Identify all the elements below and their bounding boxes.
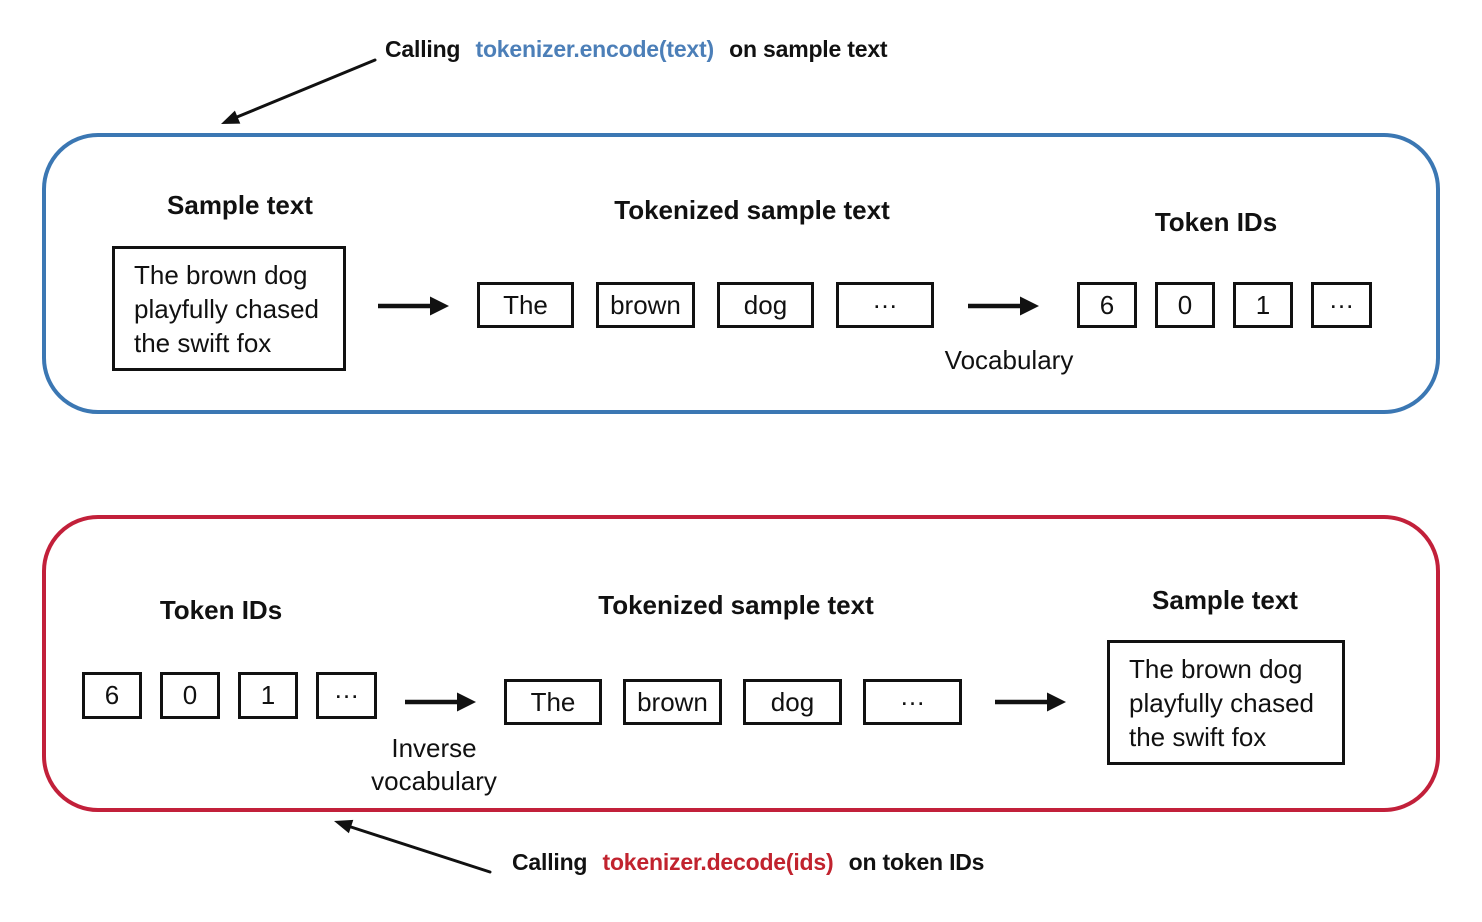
decode-caption-arrow-icon (334, 819, 492, 874)
token-id-box: 0 (1155, 282, 1215, 328)
token-id-box: 0 (160, 672, 220, 719)
token-box: dog (743, 679, 842, 725)
token-box: brown (596, 282, 695, 328)
encode-caption-code: tokenizer.encode(text) (475, 36, 714, 62)
decode-caption-prefix: Calling (512, 849, 588, 875)
arrow-right-icon (995, 692, 1066, 712)
inverse-vocabulary-line2: vocabulary (371, 766, 497, 796)
encode-tokenized-heading: Tokenized sample text (614, 195, 890, 225)
decode-token-id-row: 6 0 1 … (82, 672, 377, 719)
token-box: dog (717, 282, 814, 328)
token-box: The (504, 679, 602, 725)
token-id-box-ellipsis: … (1311, 282, 1372, 328)
encode-caption: Calling tokenizer.encode(text) on sample… (385, 36, 888, 63)
decode-token-ids-heading: Token IDs (159, 595, 283, 625)
encode-panel: Sample text The brown dog playfully chas… (42, 133, 1440, 414)
arrow-right-icon (405, 692, 476, 712)
token-id-box: 6 (82, 672, 142, 719)
encode-token-ids-heading: Token IDs (1154, 207, 1278, 237)
token-box-ellipsis: … (836, 282, 934, 328)
arrow-right-icon (378, 296, 449, 316)
inverse-vocabulary-label: Inverse vocabulary (334, 732, 534, 798)
token-box: brown (623, 679, 722, 725)
decode-caption-suffix: on token IDs (848, 849, 985, 875)
decode-caption: Calling tokenizer.decode(ids) on token I… (512, 849, 984, 876)
inverse-vocabulary-line1: Inverse (391, 733, 477, 763)
decode-tokenized-heading: Tokenized sample text (598, 590, 874, 620)
token-id-box: 1 (1233, 282, 1293, 328)
encode-caption-prefix: Calling (385, 36, 461, 62)
token-box: The (477, 282, 574, 328)
token-id-box-ellipsis: … (316, 672, 377, 719)
encode-caption-arrow-icon (221, 58, 377, 124)
token-box-ellipsis: … (863, 679, 962, 725)
decode-caption-code: tokenizer.decode(ids) (602, 849, 834, 875)
encode-token-row: The brown dog … (477, 282, 934, 328)
vocabulary-label: Vocabulary (944, 345, 1074, 375)
token-id-box: 6 (1077, 282, 1137, 328)
encode-token-id-row: 6 0 1 … (1077, 282, 1372, 328)
decode-token-row: The brown dog … (504, 679, 962, 725)
encode-sample-text-heading: Sample text (167, 190, 313, 220)
decode-sample-text-box: The brown dog playfully chased the swift… (1107, 640, 1345, 765)
arrow-right-icon (968, 296, 1039, 316)
token-id-box: 1 (238, 672, 298, 719)
encode-caption-suffix: on sample text (729, 36, 888, 62)
encode-sample-text-box: The brown dog playfully chased the swift… (112, 246, 346, 371)
decode-sample-text-heading: Sample text (1152, 585, 1298, 615)
decode-panel: Token IDs 6 0 1 … Inverse vocabulary Tok… (42, 515, 1440, 812)
